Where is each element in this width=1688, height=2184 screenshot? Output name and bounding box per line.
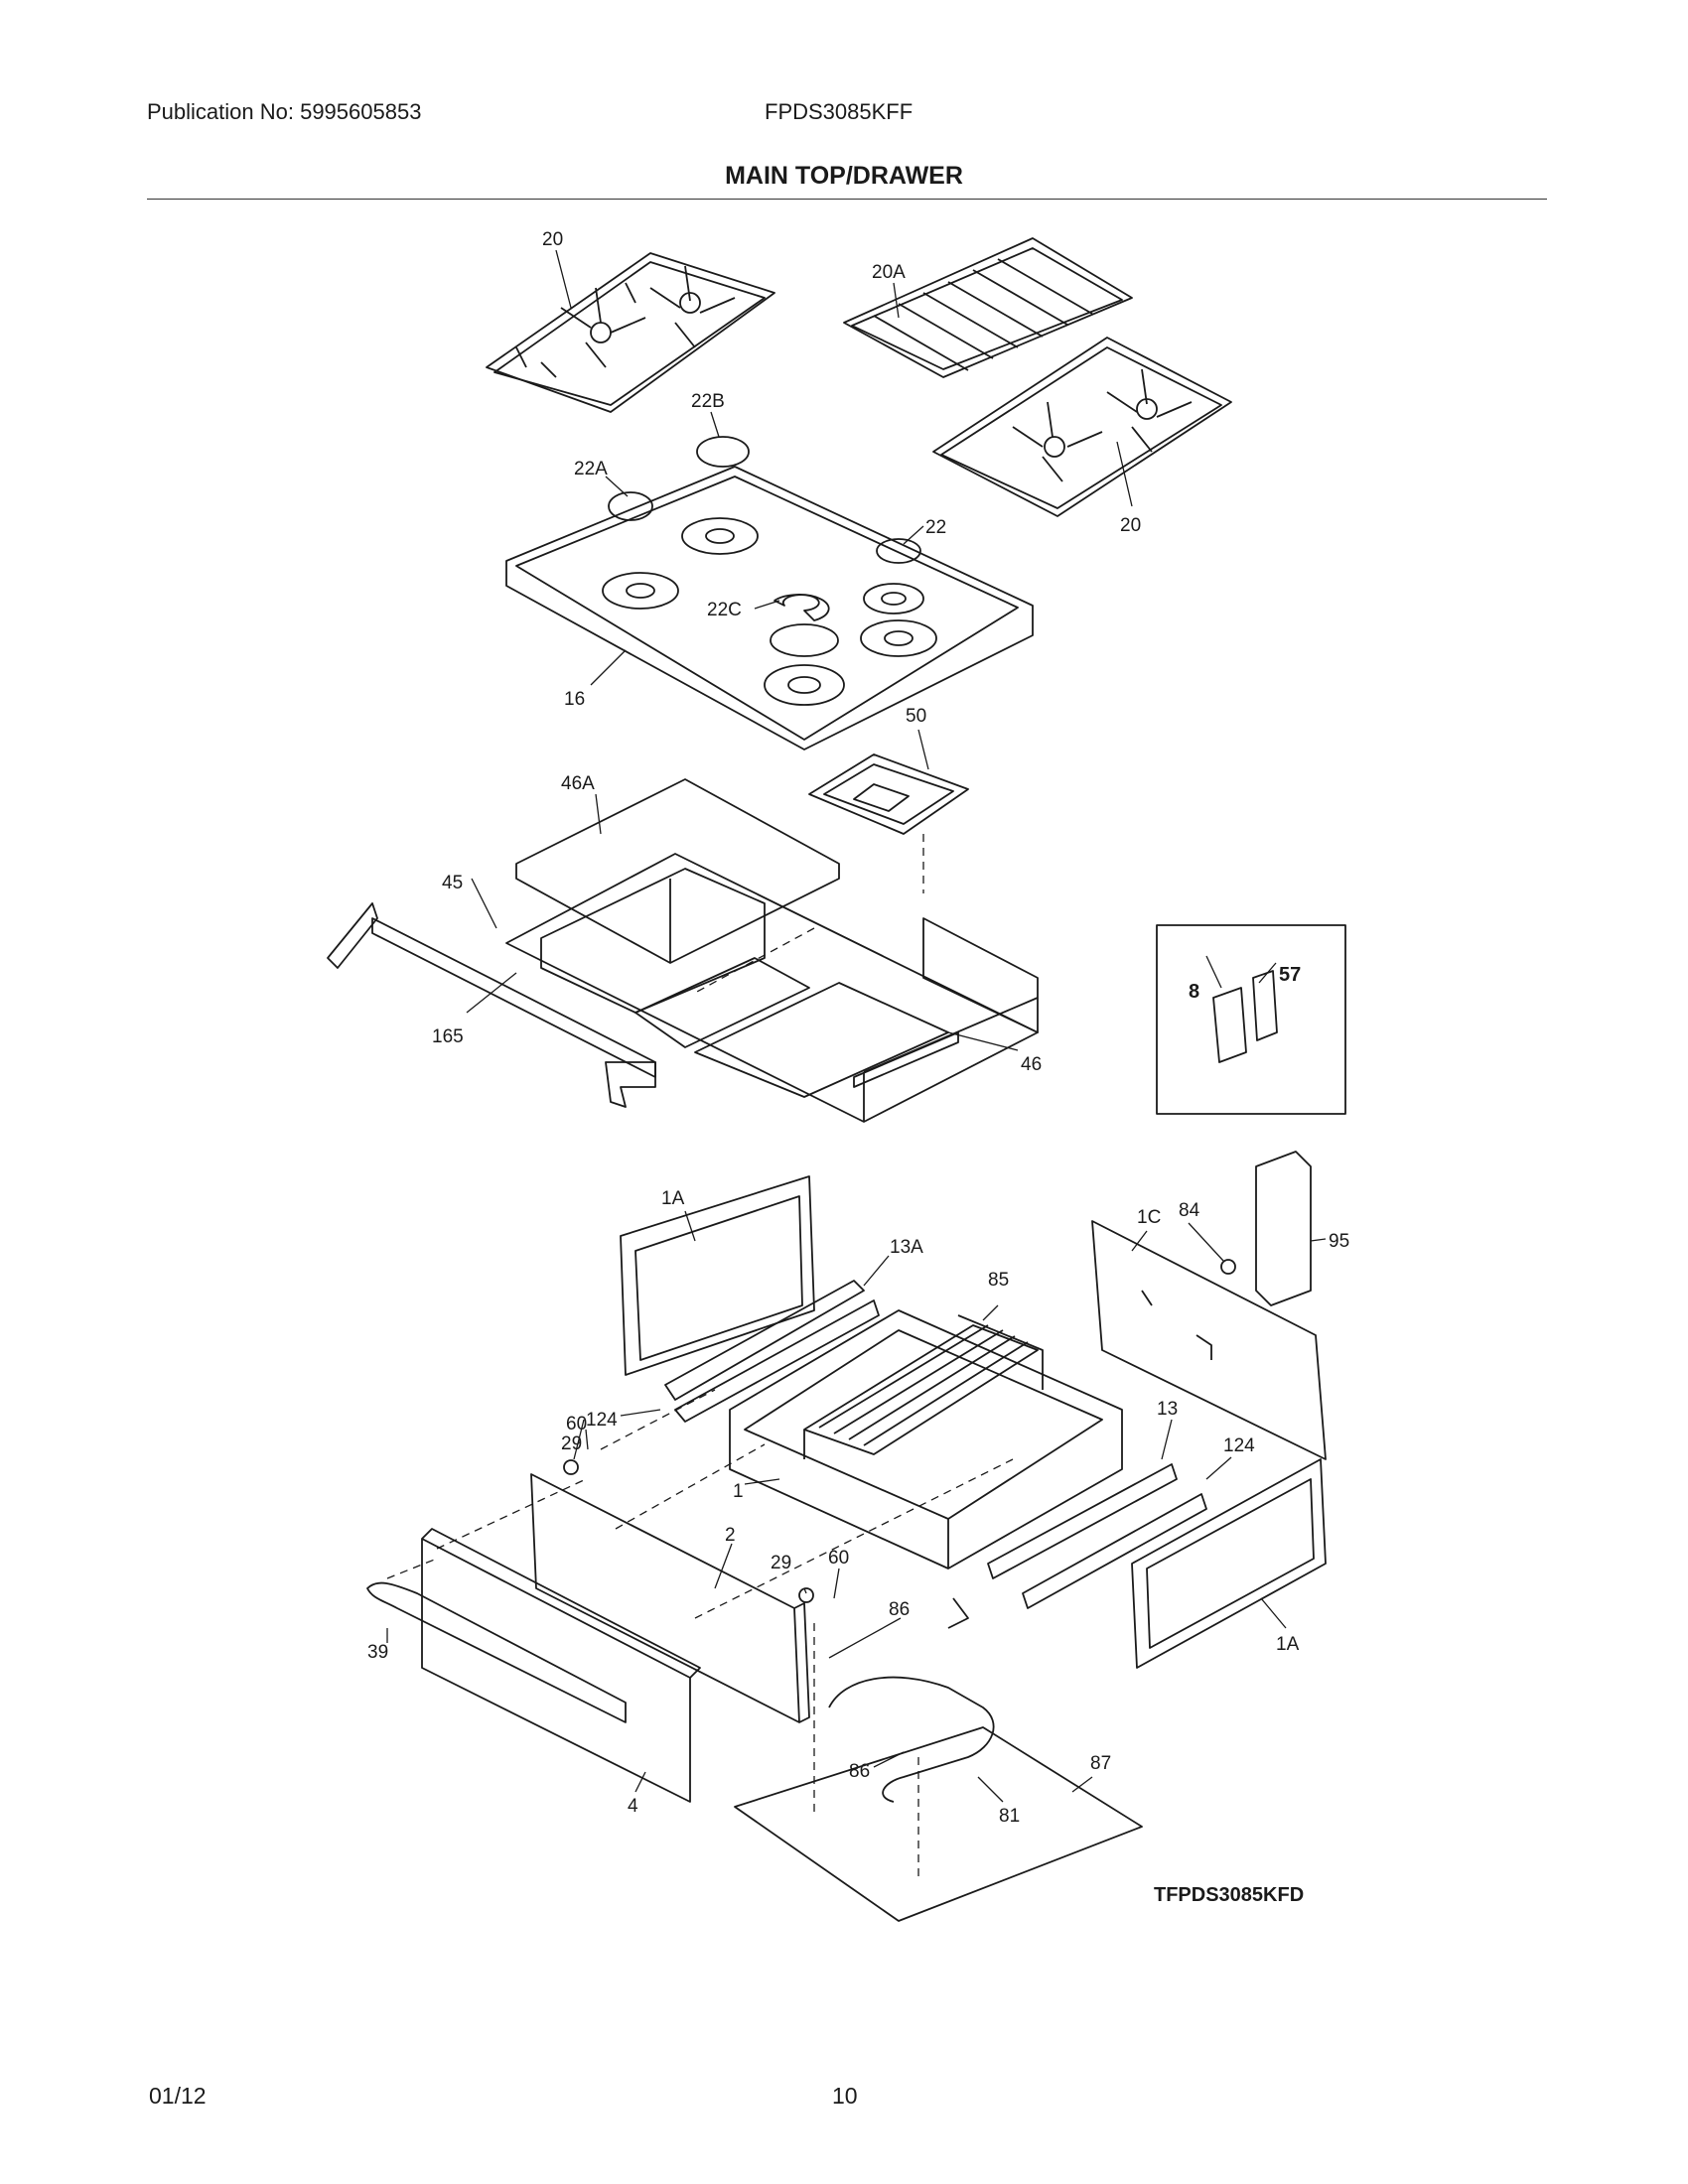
publication-number: Publication No: 5995605853 bbox=[147, 99, 422, 124]
callout-124-left: 124 bbox=[586, 1410, 618, 1431]
burner-cap-22 bbox=[876, 538, 921, 564]
title-rule bbox=[147, 199, 1547, 200]
drawer-slide-left bbox=[664, 1280, 880, 1423]
cover-95 bbox=[1255, 1151, 1312, 1306]
grate-center bbox=[843, 237, 1133, 378]
rack-85 bbox=[803, 1314, 1044, 1459]
callout-85: 85 bbox=[988, 1270, 1009, 1291]
callout-2: 2 bbox=[725, 1525, 736, 1546]
model-number: FPDS3085KFF bbox=[765, 99, 914, 124]
callout-22: 22 bbox=[925, 517, 946, 538]
drawer-handle bbox=[366, 1581, 627, 1723]
burner-cap-22b bbox=[696, 436, 750, 468]
callout-39: 39 bbox=[367, 1642, 388, 1663]
drawer-slide-right bbox=[987, 1463, 1207, 1609]
heating-element bbox=[828, 1597, 995, 1803]
callout-84: 84 bbox=[1179, 1200, 1200, 1221]
inset-box bbox=[1156, 924, 1346, 1115]
callout-1a-top: 1A bbox=[661, 1188, 685, 1209]
callout-13a: 13A bbox=[890, 1237, 923, 1258]
burner-cap-22a bbox=[608, 491, 653, 521]
callout-29-bottom: 29 bbox=[771, 1553, 791, 1573]
callout-13: 13 bbox=[1157, 1399, 1178, 1420]
assembly-lines bbox=[386, 834, 1014, 1876]
rear-panel-1c bbox=[1091, 1220, 1327, 1460]
callout-20-right: 20 bbox=[1120, 515, 1141, 536]
callout-20-left: 20 bbox=[542, 229, 563, 250]
part-84 bbox=[1220, 1259, 1236, 1275]
callout-60-top: 60 bbox=[566, 1414, 587, 1434]
callout-86-top: 86 bbox=[889, 1599, 910, 1620]
callout-46: 46 bbox=[1021, 1054, 1042, 1075]
callout-1: 1 bbox=[733, 1481, 744, 1502]
callout-labels: 20 20A 20 22B 22A 22 22C 16 50 46A 45 16… bbox=[367, 229, 1349, 1827]
bumper-29b bbox=[798, 1587, 814, 1603]
callout-20a: 20A bbox=[872, 262, 906, 283]
pan-50 bbox=[808, 753, 969, 835]
bracket-165 bbox=[327, 902, 656, 1108]
bottom-plate bbox=[734, 1726, 1143, 1922]
callout-57: 57 bbox=[1279, 964, 1301, 986]
publication-date: 01/12 bbox=[149, 2083, 207, 2109]
ignitor-module bbox=[1212, 970, 1278, 1063]
callout-22c: 22C bbox=[707, 600, 742, 620]
drawer-front bbox=[421, 1528, 701, 1803]
side-panel-1a-top bbox=[620, 1175, 815, 1376]
callout-50: 50 bbox=[906, 706, 926, 727]
callout-1c: 1C bbox=[1137, 1207, 1161, 1228]
callout-16: 16 bbox=[564, 689, 585, 710]
callout-46a: 46A bbox=[561, 773, 595, 794]
callout-45: 45 bbox=[442, 873, 463, 893]
page-title: MAIN TOP/DRAWER bbox=[725, 162, 963, 190]
callout-87: 87 bbox=[1090, 1753, 1111, 1774]
page-number: 10 bbox=[832, 2083, 858, 2109]
grate-right bbox=[932, 337, 1232, 517]
callout-4: 4 bbox=[628, 1796, 638, 1817]
callout-60-bottom: 60 bbox=[828, 1548, 849, 1569]
callout-22a: 22A bbox=[574, 459, 608, 479]
callout-81: 81 bbox=[999, 1806, 1020, 1827]
main-top bbox=[505, 466, 1034, 751]
diagram-code: TFPDS3085KFD bbox=[1154, 1884, 1304, 1906]
callout-124-right: 124 bbox=[1223, 1435, 1255, 1456]
callout-22b: 22B bbox=[691, 391, 725, 412]
callout-1a-bottom: 1A bbox=[1276, 1634, 1300, 1655]
leader-lines bbox=[386, 249, 1327, 1803]
drawer-inner-panel bbox=[530, 1473, 810, 1723]
callout-29-top: 29 bbox=[561, 1433, 582, 1454]
callout-8: 8 bbox=[1189, 981, 1199, 1003]
grate-left bbox=[486, 252, 775, 413]
callout-86-bottom: 86 bbox=[849, 1761, 870, 1782]
callout-95: 95 bbox=[1329, 1231, 1349, 1252]
bumper-29a bbox=[563, 1459, 579, 1475]
callout-165: 165 bbox=[432, 1026, 464, 1047]
side-panel-1a-bottom bbox=[1131, 1458, 1327, 1669]
drawer-body bbox=[729, 1309, 1123, 1570]
